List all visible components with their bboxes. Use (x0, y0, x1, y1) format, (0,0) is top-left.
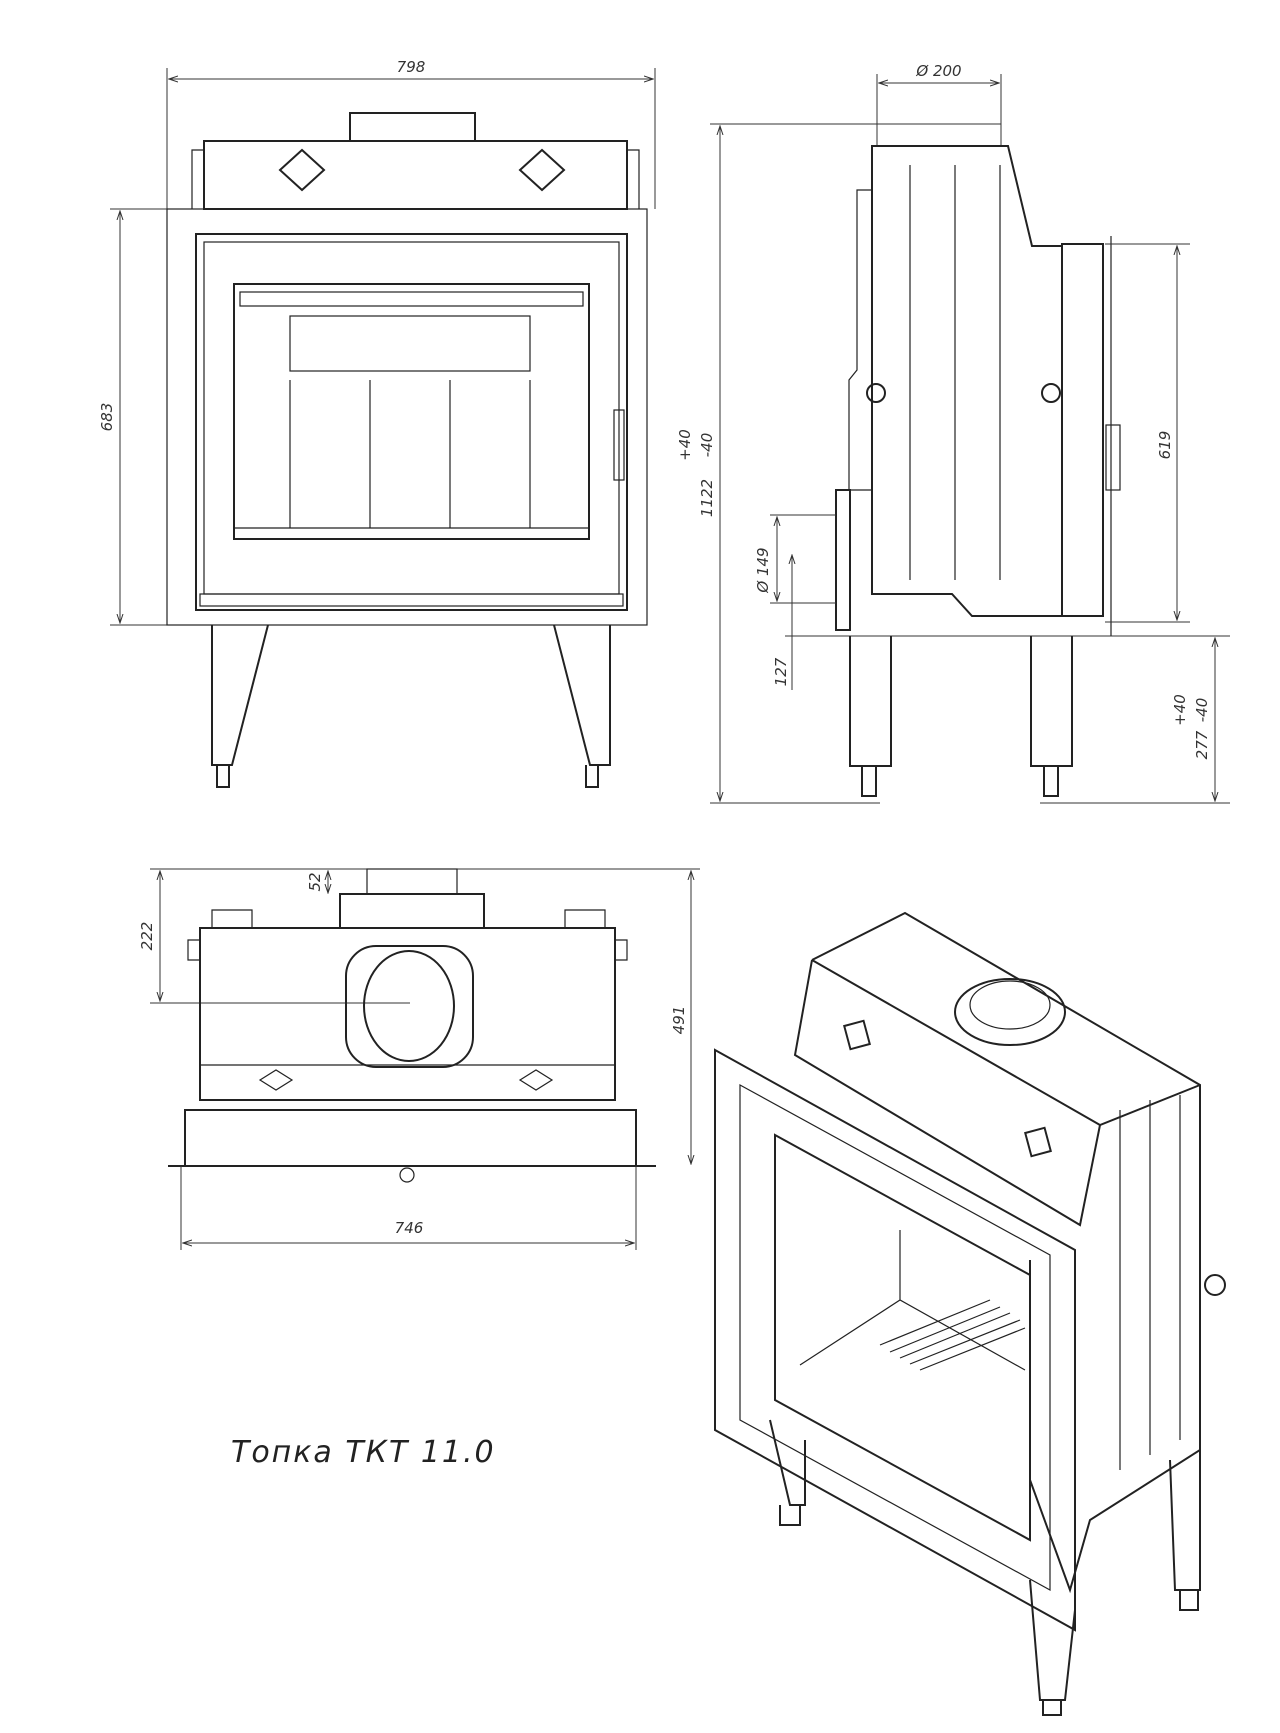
door-handle (613, 409, 625, 481)
dim-tol-plus: +40 (676, 429, 694, 461)
dim-leg-tol-plus: +40 (1171, 694, 1189, 726)
legs (211, 624, 611, 766)
front-view: 798 683 (98, 58, 656, 788)
dim-total-height-1122: 1122 (698, 479, 716, 517)
dim-collar-52: 52 (306, 872, 324, 891)
dim-door-619: 619 (1156, 431, 1174, 460)
dim-inlet-height-127: 127 (772, 657, 790, 686)
iso-door (714, 1048, 1076, 1632)
dim-height-683: 683 (98, 403, 116, 432)
dim-leg-277: 277 (1193, 730, 1211, 759)
drawing-title: Топка ТКТ 11.0 (231, 1435, 496, 1470)
side-view: Ø 200 1122 -40 +40 619 Ø 149 127 277 -40… (676, 62, 1230, 804)
dim-air-inlet-149: Ø 149 (754, 547, 772, 593)
dim-depth-491: 491 (670, 1006, 688, 1035)
dim-tol-minus: -40 (698, 433, 716, 458)
dim-flue-offset-222: 222 (138, 922, 156, 951)
dim-width-746: 746 (395, 1219, 424, 1237)
dim-width-798: 798 (397, 58, 426, 76)
dim-flue-200: Ø 200 (915, 62, 961, 80)
top-view: 222 52 491 746 (138, 868, 700, 1250)
dim-leg-tol-minus: -40 (1193, 698, 1211, 723)
isometric-view (714, 911, 1226, 1716)
